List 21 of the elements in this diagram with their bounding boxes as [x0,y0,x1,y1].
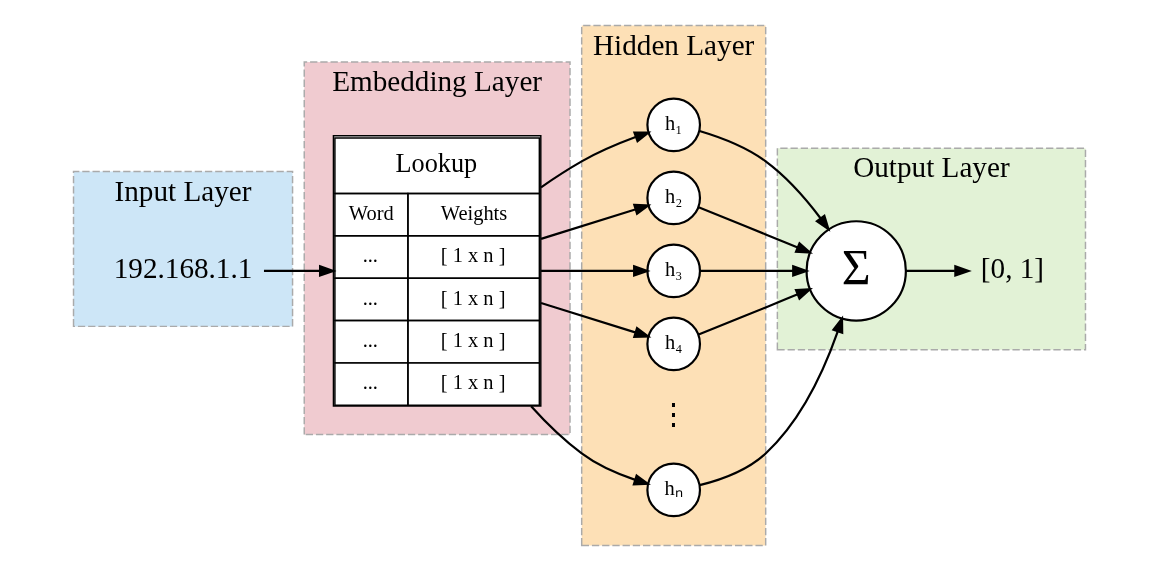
node-circle: h₂ [645,170,701,226]
node-text: 192.168.1.1 [113,252,252,285]
node-circle: Σ [804,220,907,322]
arrow [263,264,337,278]
node-circle: h₁ [645,97,701,153]
arrow [905,264,972,278]
arrow [540,301,651,339]
label: ⋮ [658,398,688,431]
arrow [540,203,651,240]
arrow [697,288,813,336]
node-circle: hₙ [645,462,701,518]
arrow [529,405,651,486]
arrow [698,315,843,487]
arrow [539,131,651,189]
node-text: [0, 1] [980,252,1044,285]
node-circle: h₄ [645,316,701,372]
arrow [540,264,651,278]
arrow [697,206,813,254]
arrow [699,264,810,278]
node-circle: h₃ [645,243,701,299]
arrow [698,130,830,232]
